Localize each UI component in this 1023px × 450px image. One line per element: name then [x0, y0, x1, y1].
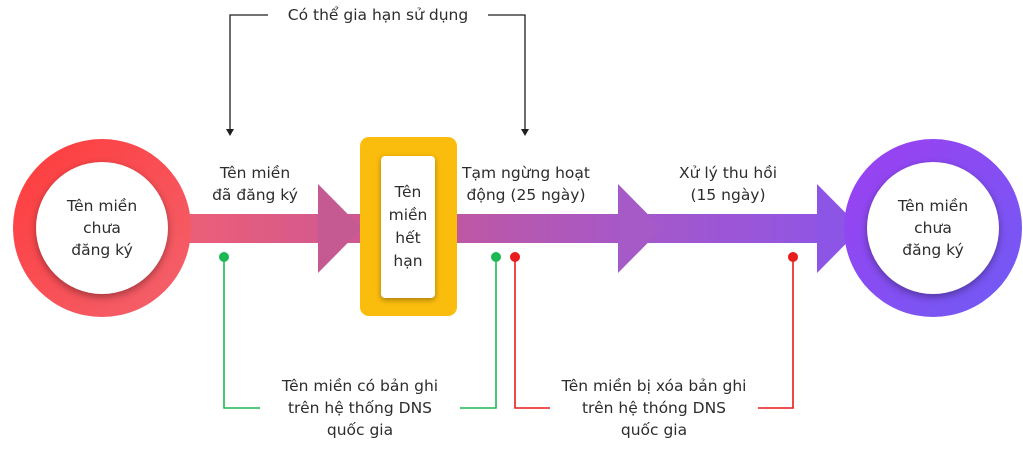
dns-present-connector-right [460, 257, 497, 409]
note-dns-present: Tên miền có bản ghi trên hệ thống DNS qu… [281, 377, 439, 439]
renewal-bracket [229, 14, 526, 131]
start-node: Tên miền chưa đăng ký [36, 162, 168, 294]
bracket-arrow-right [521, 129, 529, 136]
dns-removed-dot-left [510, 252, 520, 262]
stage-registered: Tên miền đã đăng ký [212, 164, 298, 204]
dns-removed-dot-right [788, 252, 798, 262]
bracket-arrow-left [226, 129, 234, 136]
arrowhead-2 [618, 184, 662, 273]
stage-suspended: Tạm ngừng hoạt động (25 ngày) [462, 164, 590, 204]
stage-recovery: Xử lý thu hồi (15 ngày) [678, 164, 778, 204]
dns-present-dot-left [219, 252, 229, 262]
end-node-label: Tên miền chưa đăng ký [897, 197, 969, 259]
arrowhead-1 [318, 184, 362, 273]
flow-band [150, 214, 870, 243]
dns-present-connector-left [223, 257, 260, 409]
start-node-label: Tên miền chưa đăng ký [66, 197, 138, 259]
dns-removed-connector-left [514, 257, 550, 409]
arrowhead-3 [817, 184, 861, 273]
end-node: Tên miền chưa đăng ký [867, 162, 999, 294]
expired-node-label: Tên miền hết hạn [388, 183, 428, 270]
dns-removed-connector-right [758, 257, 794, 409]
renewal-note: Có thể gia hạn sử dụng [268, 4, 488, 26]
expired-node: Tên miền hết hạn [381, 156, 435, 298]
dns-present-dot-right [491, 252, 501, 262]
note-dns-removed: Tên miền bị xóa bản ghi trên hệ thóng DN… [561, 377, 747, 439]
